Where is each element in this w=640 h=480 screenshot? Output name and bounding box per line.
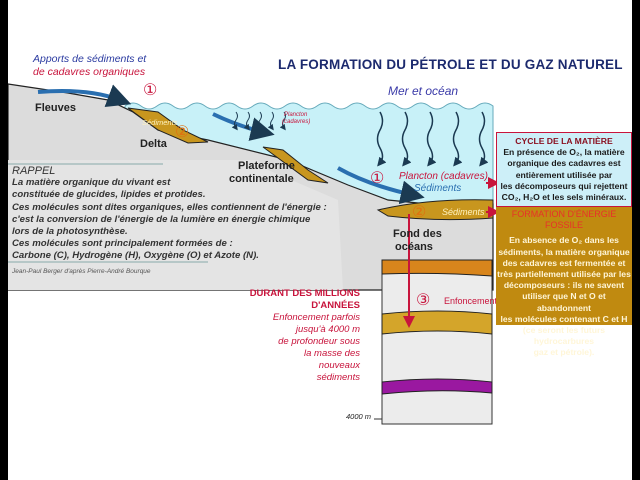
durant-line: la masse des [304,348,360,359]
step-3: ③ [416,292,431,309]
label-fleuves: Fleuves [35,102,76,114]
label-sediments-delta: Sédiments [142,118,178,127]
label-fond-1: Fond des [393,228,442,240]
label-sediments-blue: Sédiments [414,183,462,194]
label-fond-2: océans [395,241,433,253]
label-mer-ocean: Mer et océan [388,84,459,98]
plankton-falling-arrows-small [231,111,286,131]
delta-sediment [127,107,209,144]
cycle-line: les décomposeurs qui rejettent [500,180,628,191]
rappel-text: RAPPEL La matière organique du vivant es… [12,165,327,263]
fossile-line: gaz et pétrole). [533,347,595,358]
current-arrow-1 [212,112,275,141]
rappel-line: Carbone (C), Hydrogène (H), Oxygène (O) … [12,250,259,262]
rappel-line: Ces molécules sont dites organiques, ell… [12,201,327,213]
durant-line: Enfoncement parfois [272,312,360,323]
durant-line: jusqu'à 4000 m [295,324,360,335]
diagram-graphics [8,83,500,425]
apports-arrow [37,84,132,108]
label-continentale: continentale [229,173,294,185]
durant-line: nouveaux [318,360,360,371]
label-plancton-small: Plancton [284,112,308,118]
label-delta: Delta [140,138,167,150]
fossile-line: sédiments, la matière organique [498,246,630,257]
rappel-heading: RAPPEL [12,165,56,177]
durant-heading: DURANT DES MILLIONS [249,288,360,299]
rappel-line: c'est la conversion de l'énergie de la l… [12,213,311,225]
apports-line1: Apports de sédiments et [33,53,147,65]
label-plancton: Plancton (cadavres) [399,171,488,182]
rappel-line: constituée de glucides, lipides et proti… [12,189,206,201]
label-plateforme: Plateforme [238,160,295,172]
fossile-line: très partiellement utilisée par les [497,269,631,280]
plankton-falling-arrows [376,111,489,167]
rappel-line: La matière organique du vivant est [12,177,171,189]
cycle-matiere-box: CYCLE DE LA MATIÈRE En présence de O₂, l… [496,132,632,207]
current-arrow-2 [337,166,425,205]
cycle-line: CO₂, H₂O et les sels minéraux. [501,192,627,203]
label-cadavres-small: (cadavres) [282,119,311,125]
durant-heading: D'ANNÉES [311,300,360,311]
step-1-delta: ① [143,82,158,99]
fossile-line: utiliser que N et O et abandonnent [522,291,606,313]
cycle-line: organique des cadavres est [507,158,621,169]
fossile-line: les molécules contenant C et H [500,313,628,324]
rappel-line: lors de la photosynthèse. [12,226,128,238]
label-sediments-ocean: Sédiments [442,207,485,217]
slope-sediment [262,146,329,184]
cycle-line: En présence de O₂, la matière [503,147,625,158]
page-title: LA FORMATION DU PÉTROLE ET DU GAZ NATURE… [278,57,623,72]
cycle-line: entièrement utilisée par [515,169,613,180]
step-1-ocean: ① [370,170,385,187]
durant-line: sédiments [316,372,360,383]
credit: Jean-Paul Berger d'après Pierre-André Bo… [12,268,151,275]
rappel-line: Ces molécules sont principalement formée… [12,238,233,250]
energie-fossile-box: FORMATION D'ÉNERGIE FOSSILE En absence d… [496,207,632,357]
apports-line2: de cadavres organiques [33,66,146,78]
step-2-delta: ② [175,124,190,141]
fossile-line: décomposeurs : ils ne savent [503,280,625,291]
label-enfoncement: Enfoncement [444,296,498,306]
diagram: LA FORMATION DU PÉTROLE ET DU GAZ NATURE… [8,0,632,480]
strata-column [374,259,493,425]
rappel-panel [8,160,343,290]
fossile-line: (ce seront les futurs hydrocarbures [522,325,606,347]
fossile-line: des cadavres est fermentée et [502,257,626,268]
step-2-ocean: ② [412,204,427,221]
durant-text: DURANT DES MILLIONS D'ANNÉES Enfoncement… [250,288,360,384]
durant-line: de profondeur sous [278,336,360,347]
label-4000m: 4000 m [346,412,372,421]
cycle-heading: CYCLE DE LA MATIÈRE [515,136,613,146]
fossile-heading: FORMATION D'ÉNERGIE FOSSILE [511,209,617,231]
fossile-line: En absence de O₂ dans les [509,235,619,246]
